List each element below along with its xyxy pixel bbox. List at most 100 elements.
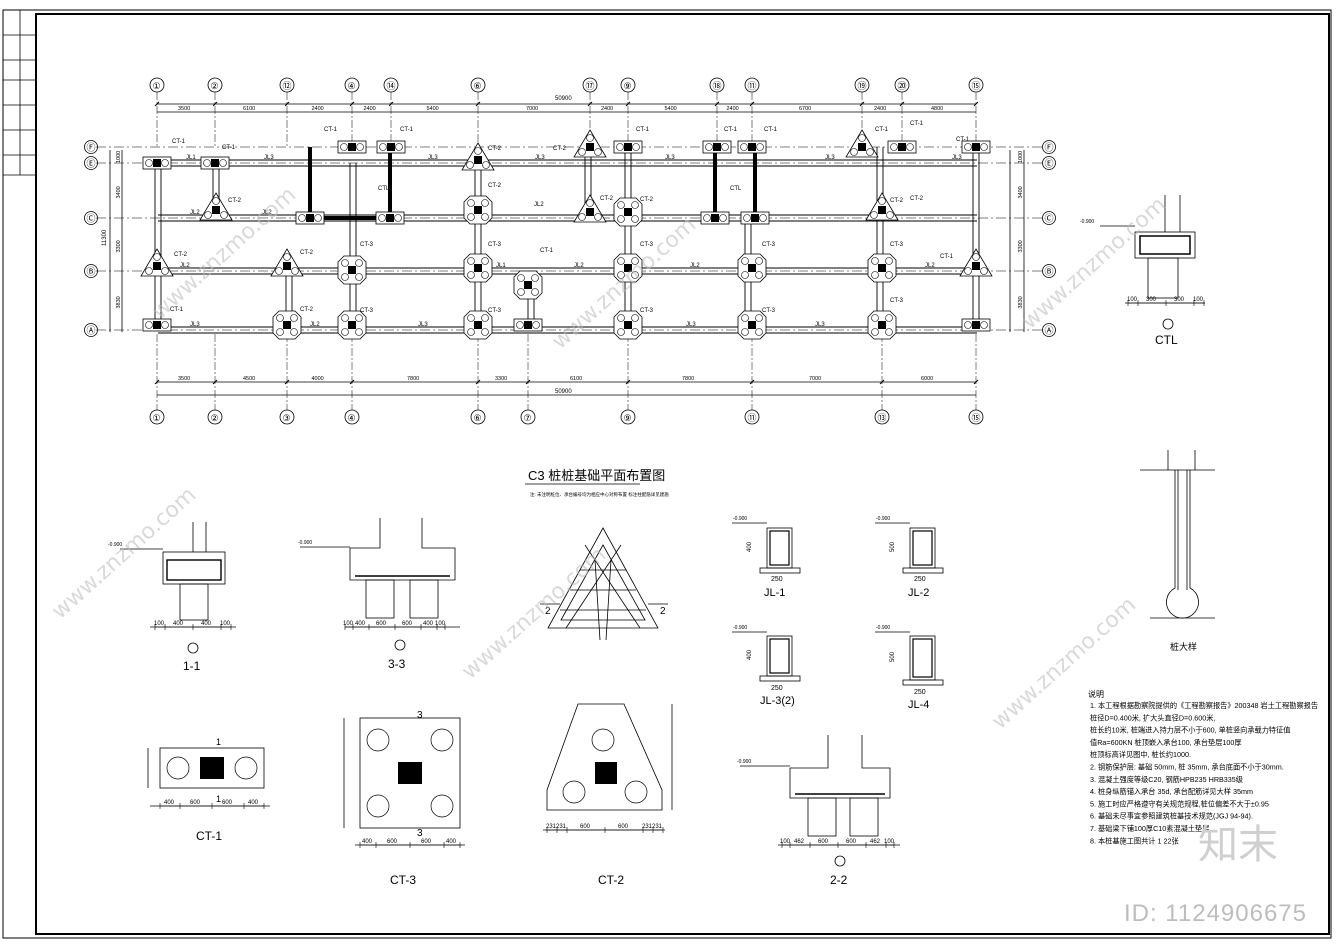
cap-label: CT-3	[488, 242, 502, 248]
grid-label-top: ⑫	[283, 81, 292, 91]
cap-label: CT-2	[890, 198, 904, 204]
column	[748, 143, 756, 151]
dim-top: 5400	[665, 106, 677, 112]
beam-label: JL2	[574, 263, 584, 269]
dim-22: 100	[780, 839, 791, 845]
dim-ct2: 600	[580, 824, 591, 830]
dim-ctl: 300	[1146, 297, 1157, 303]
cut-mark-1-top: 1	[216, 737, 221, 747]
dim-ctl: 100	[1127, 297, 1138, 303]
pile-symbol	[631, 257, 639, 265]
dim-tick	[154, 379, 160, 385]
pile-symbol	[161, 267, 169, 275]
pile-symbol	[594, 213, 602, 221]
beam-label: JL1	[496, 263, 506, 269]
column	[283, 321, 291, 329]
pile-symbol	[517, 274, 525, 282]
column	[972, 143, 980, 151]
cut-mark-3-top: 3	[417, 710, 423, 721]
cap-label: CT-1	[875, 127, 889, 133]
dim-tick	[749, 101, 755, 107]
column	[972, 321, 980, 329]
pile-symbol	[378, 214, 386, 222]
elev-33: -0.900	[298, 540, 312, 546]
section-2-2	[740, 735, 900, 867]
cap-label: CT-2	[228, 198, 242, 204]
pile-symbol	[145, 159, 153, 167]
beam-label: JL3	[428, 155, 438, 161]
pile-symbol	[474, 147, 482, 155]
beam-label: JL2	[262, 210, 272, 216]
title-strip	[3, 10, 36, 176]
section-label-jl1: JL-1	[764, 587, 785, 599]
cap-label: CT-1	[324, 127, 338, 133]
beam-label: JL3	[535, 155, 545, 161]
dim-bottom: 3300	[495, 376, 507, 382]
pile-symbol	[531, 274, 539, 282]
cap-label: CT-1	[940, 254, 954, 260]
pile-symbol	[878, 197, 886, 205]
dim-top: 6700	[799, 106, 811, 112]
pile-symbol	[740, 143, 748, 151]
pile-symbol	[467, 314, 475, 322]
dim-11: 100	[220, 621, 231, 627]
pile-symbol	[980, 267, 988, 275]
elev-jl2: -0.900	[876, 516, 890, 522]
column	[398, 762, 422, 784]
dim-ct3: 400	[362, 839, 373, 845]
dim-ct3: 600	[387, 839, 398, 845]
cap-label: CT-2	[600, 196, 614, 202]
dim-33: 400	[423, 621, 434, 627]
pile-symbol	[466, 161, 474, 169]
cap-label: CT-2	[553, 146, 567, 152]
dim-left: 3830	[116, 296, 122, 308]
dim-tick	[899, 101, 905, 107]
grid-bubble-left	[84, 264, 98, 278]
pile-symbol	[531, 288, 539, 296]
pile-symbol	[617, 314, 625, 322]
dim-top: 3500	[178, 106, 190, 112]
dim-left: 1000	[116, 151, 122, 163]
elev-ctl: -0.900	[1080, 219, 1094, 225]
note-line: 8. 本桩基施工图共计 1 22张	[1090, 836, 1179, 845]
main-title: C3 桩桩基础平面布置图	[528, 468, 665, 483]
cap-label: CT-1	[170, 307, 184, 313]
cap-label: CT-2	[174, 252, 188, 258]
beam-label: JL3	[686, 322, 696, 328]
pile-symbol	[481, 213, 489, 221]
pile-symbol	[379, 143, 387, 151]
grid-bubble-right	[1042, 140, 1056, 154]
cap-label: CT-3	[762, 308, 776, 314]
grid-label-top: ②	[211, 81, 219, 91]
dim-right: 3300	[1018, 240, 1024, 252]
pile-symbol	[631, 215, 639, 223]
beam-label: JL3	[825, 155, 835, 161]
foundation-beams	[154, 147, 980, 334]
pile-symbol	[298, 214, 306, 222]
pile-symbol	[617, 328, 625, 336]
dim-top: 2400	[874, 106, 886, 112]
note-line: 6. 基础未尽事宜参照建筑桩基技术规范(JGJ 94-94).	[1090, 812, 1253, 821]
dim-bottom: 6000	[921, 376, 933, 382]
grid-bubble-right	[1042, 264, 1056, 278]
pile-symbol	[290, 314, 298, 322]
note-line: 1. 本工程根据勘察院提供的《工程勘察报告》200348 岩土工程勘察报告	[1090, 701, 1318, 710]
jl4-height: 500	[890, 651, 896, 662]
dim-tick	[525, 379, 531, 385]
dim-right: 3400	[1018, 186, 1024, 198]
pile-symbol	[203, 159, 211, 167]
grid-label-top: ⑭	[387, 81, 396, 91]
beam-label: JL3	[418, 322, 428, 328]
cap-label: CT-2	[640, 197, 654, 203]
cap-label: CT-1	[400, 127, 414, 133]
cut-mark-1-bottom: 1	[216, 794, 221, 804]
dim-22: 600	[818, 839, 829, 845]
cap-label: CT-1	[956, 137, 970, 143]
pile-symbol	[616, 143, 624, 151]
column	[200, 757, 224, 779]
dim-right: 3830	[1018, 296, 1024, 308]
pile-symbol	[204, 211, 212, 219]
grid-bubble-left	[84, 156, 98, 170]
pile-symbol	[755, 314, 763, 322]
